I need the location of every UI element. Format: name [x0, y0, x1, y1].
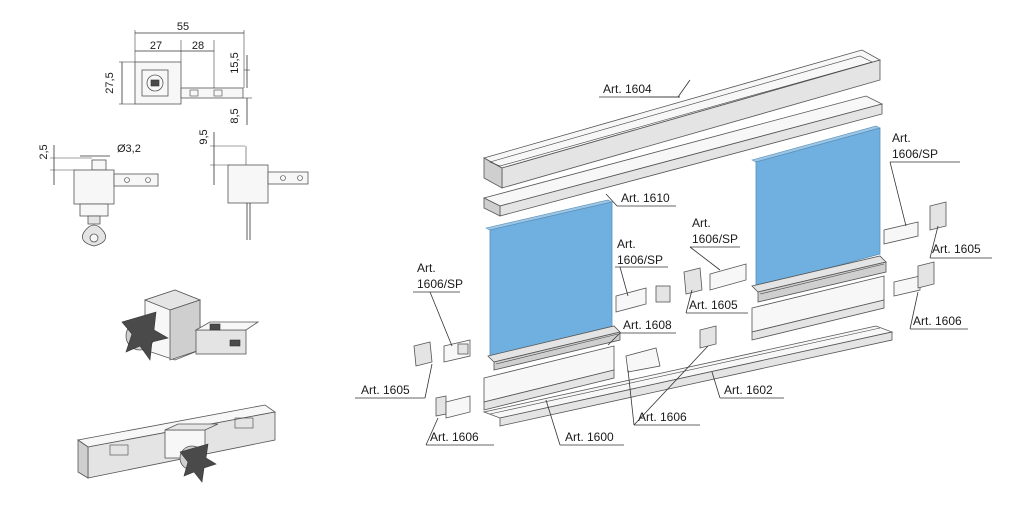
art-1608-guide-left [487, 325, 621, 371]
label-art-1606-bottom-left: Art. 1606 [430, 430, 479, 444]
label-art-1606sp-left-line2: 1606/SP [417, 277, 463, 291]
hardware-parts [413, 201, 947, 419]
glass-panel-left [485, 199, 613, 359]
art-1600-profile-right [751, 275, 885, 341]
lock-3d-render [121, 289, 260, 361]
label-art-1606sp-mid-line2: 1606/SP [617, 253, 663, 267]
lock-top-view-drawing: 55 27 28 27,5 15,5 8,5 [104, 21, 252, 125]
label-art-1606sp-center-line1: Art. [692, 216, 711, 230]
dim-9-5: 9,5 [198, 129, 210, 144]
dim-8-5: 8,5 [229, 108, 241, 123]
glass-panel-right [751, 125, 881, 289]
label-art-1600: Art. 1600 [565, 430, 614, 444]
label-art-1606-right: Art. 1606 [913, 314, 962, 328]
part-labels: Art. 1604 Art. 1610 Art. 1606/SP Art. 16… [361, 82, 981, 444]
dim-28: 28 [192, 40, 204, 52]
front-body [73, 169, 115, 205]
leader-lines [355, 79, 992, 446]
art-1602-bottom-track [482, 325, 894, 427]
label-art-1602: Art. 1602 [724, 383, 773, 397]
label-art-1605-center: Art. 1605 [689, 298, 738, 312]
art-1600-profile-left [483, 345, 615, 411]
lock-front-view-drawing: 2,5 Ø3,2 [38, 143, 159, 247]
dim-27-5: 27,5 [104, 72, 116, 93]
lock-side-view-drawing: 9,5 [198, 129, 309, 240]
label-art-1605-right: Art. 1605 [932, 242, 981, 256]
label-art-1606sp-mid-line1: Art. [617, 237, 636, 251]
label-art-1606sp-left-line1: Art. [417, 261, 436, 275]
dim-hole-diameter: Ø3,2 [117, 143, 141, 155]
lock-on-profile-render [76, 404, 277, 483]
label-art-1605-left: Art. 1605 [361, 383, 410, 397]
art-1610-rail [482, 95, 884, 217]
key-head-icon [121, 311, 169, 361]
art-1608-guide-right [751, 255, 887, 303]
side-body [227, 164, 269, 204]
label-art-1606sp-center-line2: 1606/SP [692, 232, 738, 246]
label-art-1606-bottom-center: Art. 1606 [638, 410, 687, 424]
label-art-1608: Art. 1608 [623, 318, 672, 332]
label-art-1606sp-right-line2: 1606/SP [892, 147, 938, 161]
dim-27: 27 [150, 40, 162, 52]
key-slot [150, 79, 160, 87]
dim-55: 55 [177, 21, 189, 33]
label-art-1606sp-right-line1: Art. [892, 131, 911, 145]
lock-bar [180, 87, 244, 99]
label-art-1610: Art. 1610 [621, 191, 670, 205]
label-art-1604: Art. 1604 [603, 82, 652, 96]
dim-2-5: 2,5 [38, 144, 50, 159]
dim-15-5: 15,5 [229, 52, 241, 73]
art-1604-top-channel [482, 49, 882, 189]
